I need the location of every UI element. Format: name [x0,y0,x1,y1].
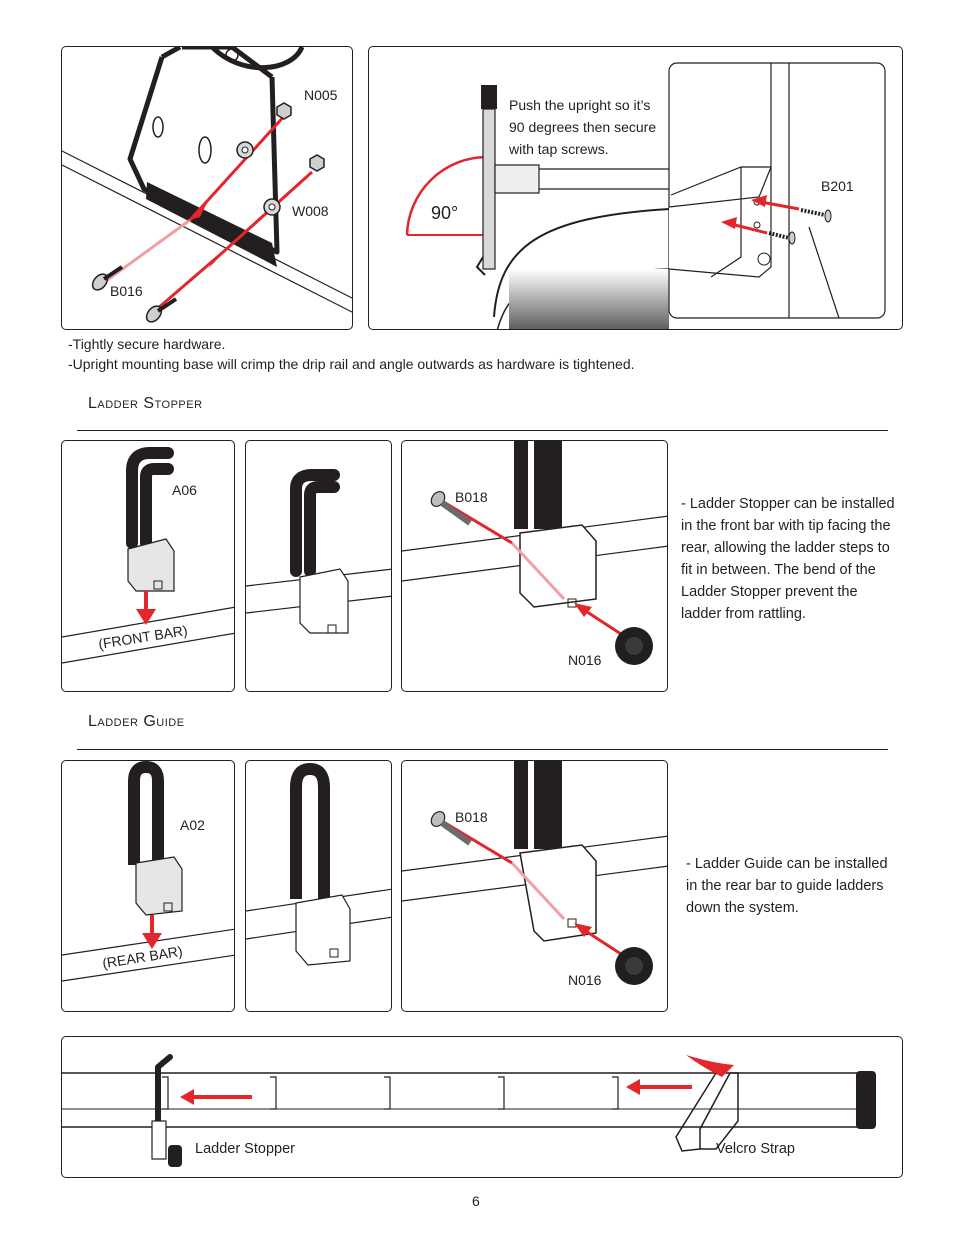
figure-ladder-loaded: Ladder Stopper Velcro Strap [61,1036,903,1178]
label-90-degrees: 90° [431,203,459,223]
section-divider [77,430,888,431]
label-velcro-strap: Velcro Strap [716,1141,795,1157]
stopper-part-illustration [62,447,234,664]
figure-upright-90-degrees: Push the upright so it’s 90 degrees then… [368,46,903,330]
label-a06: A06 [172,482,197,498]
note-secure-hardware: -Tightly secure hardware. [68,336,226,352]
stopper-installed-illustration [246,469,391,634]
label-n016: N016 [568,652,602,668]
section-heading-ladder-stopper: Ladder Stopper [88,395,203,412]
upright-90-illustration [405,62,886,329]
figure-stopper-on-bar [245,440,392,692]
label-n005: N005 [304,87,338,103]
page-number: 6 [472,1193,480,1209]
figure-guide-hardware: B018 N016 [401,760,668,1012]
figure-guide-a02: A02 (REAR BAR) [61,760,235,1012]
description-ladder-stopper: - Ladder Stopper can be installed in the… [681,496,895,622]
description-ladder-guide: - Ladder Guide can be installed in the r… [686,856,888,916]
stopper-hardware-illustration [402,441,667,665]
figure-base-mounting: N005 W008 B016 [61,46,353,330]
label-ladder-stopper: Ladder Stopper [195,1141,295,1157]
label-n016: N016 [568,972,602,988]
figure-guide-on-bar [245,760,392,1012]
guide-hardware-illustration [402,761,667,985]
label-b201: B201 [821,178,854,194]
label-w008: W008 [292,203,329,219]
note-drip-rail: -Upright mounting base will crimp the dr… [68,356,635,372]
figure-stopper-a06: A06 (FRONT BAR) [61,440,235,692]
section-divider [77,749,888,750]
base-mounting-illustration [62,47,352,323]
label-a02: A02 [180,817,205,833]
figure-stopper-hardware: B018 N016 [401,440,668,692]
label-b018: B018 [455,489,488,505]
guide-installed-illustration [246,762,391,966]
instruction-push-upright: Push the upright so it’s 90 degrees then… [509,97,657,157]
guide-part-illustration [62,761,234,982]
label-b018: B018 [455,809,488,825]
label-b016: B016 [110,283,143,299]
section-heading-ladder-guide: Ladder Guide [88,713,185,730]
ladder-loaded-illustration [62,1054,876,1167]
